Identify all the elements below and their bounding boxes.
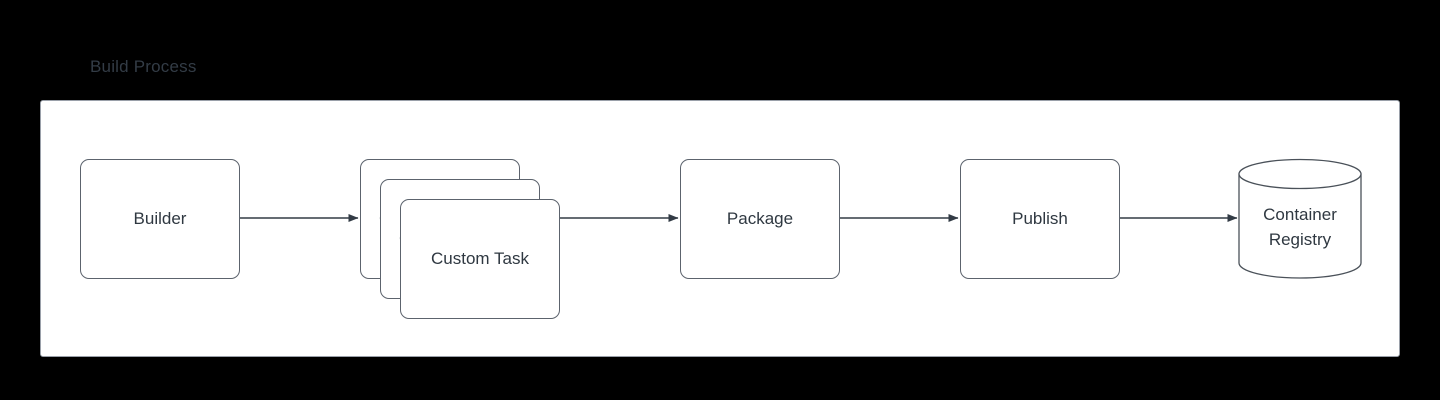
node-package-label: Package	[726, 209, 794, 228]
node-container-registry-label-line1: Container	[1263, 205, 1337, 224]
node-publish[interactable]: Publish	[960, 159, 1120, 279]
node-package[interactable]: Package	[680, 159, 840, 279]
node-container-registry-label: Container Registry	[1239, 202, 1361, 252]
node-builder[interactable]: Builder	[80, 159, 240, 279]
node-container-registry-label-line2: Registry	[1268, 230, 1332, 249]
node-builder-label: Builder	[133, 209, 187, 228]
node-publish-label: Publish	[1012, 209, 1068, 228]
node-custom-task[interactable]: Custom Task	[400, 199, 560, 319]
group-title: Build Process	[90, 57, 197, 76]
node-custom-task-label: Custom Task	[431, 249, 529, 268]
